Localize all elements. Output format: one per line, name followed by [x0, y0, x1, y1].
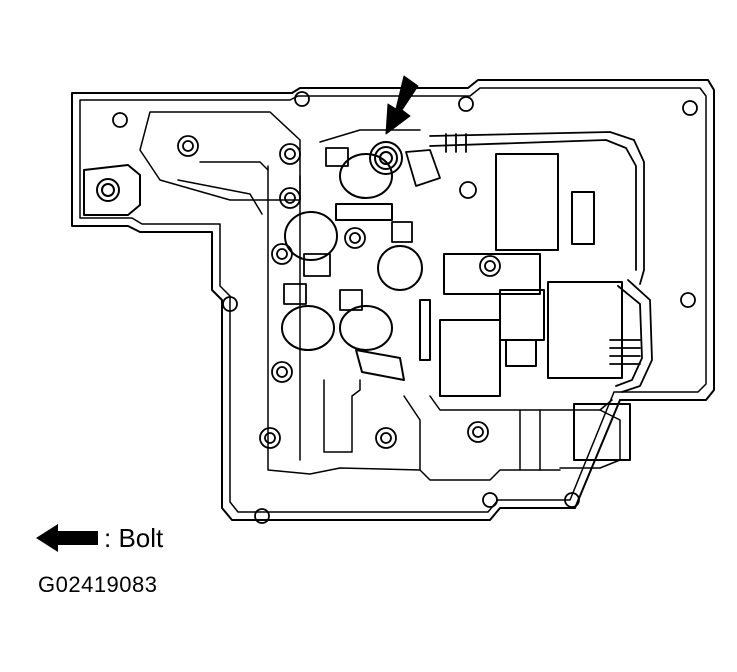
- perimeter-bolt-holes: [112, 91, 698, 524]
- bolt-hole: [101, 183, 115, 197]
- highlighted-bolt: [369, 141, 403, 175]
- legend-label: : Bolt: [104, 522, 164, 553]
- legend: : Bolt: [36, 520, 163, 556]
- left-flange: [83, 164, 141, 216]
- right-solenoid-block: [419, 153, 631, 461]
- figure-id: G02419083: [38, 572, 158, 597]
- indicator-arrow: [385, 75, 419, 135]
- solenoids: [281, 153, 423, 381]
- bolt-hole: [96, 178, 120, 202]
- arrow-left-icon: [36, 524, 98, 552]
- case-inner-outline: [79, 87, 707, 513]
- wire-harness: [429, 131, 653, 393]
- valve-body-channels: [177, 129, 621, 481]
- case-flange-left: [139, 111, 301, 201]
- solenoid-connectors: [283, 147, 441, 311]
- case-outline: [71, 79, 715, 521]
